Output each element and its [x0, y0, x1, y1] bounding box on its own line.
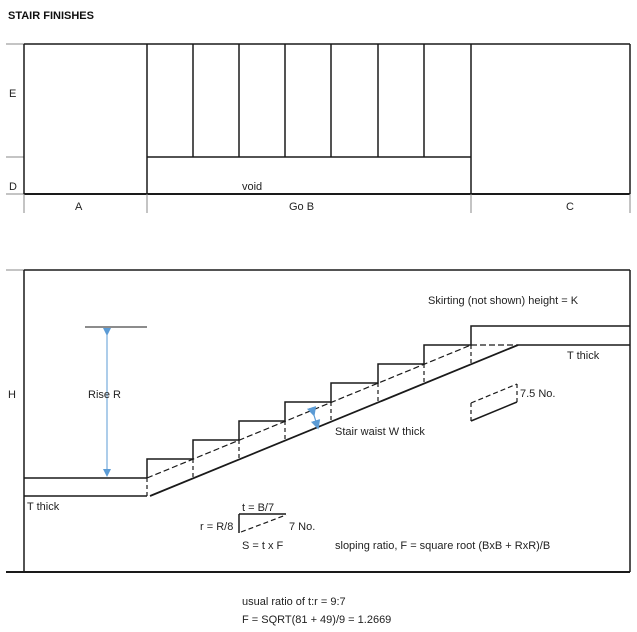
section-row-label-h: H — [8, 389, 16, 401]
waist-label: Stair waist W thick — [335, 426, 425, 438]
page-title: STAIR FINISHES — [8, 10, 94, 22]
plan-view — [6, 43, 631, 213]
t-thick-lower-label: T thick — [27, 501, 60, 513]
waist-slab-symbol — [470, 383, 518, 422]
section-view — [6, 269, 631, 573]
plan-col-label-c: C — [566, 201, 574, 213]
riser-count: 7 No. — [289, 521, 315, 533]
plan-row-label-d: D — [9, 181, 17, 193]
plan-col-label-a: A — [75, 201, 83, 213]
t-thick-upper-label: T thick — [567, 350, 600, 362]
sloping-ratio-formula: sloping ratio, F = square root (BxB + Rx… — [335, 540, 550, 552]
plan-row-label-e: E — [9, 88, 16, 100]
tread-formula: t = B/7 — [242, 502, 274, 514]
sloping-formula: S = t x F — [242, 540, 284, 552]
note-ratio: usual ratio of t:r = 9:7 — [242, 596, 346, 608]
void-label: void — [242, 181, 262, 193]
waist-count-label: 7.5 No. — [520, 388, 555, 400]
skirting-label: Skirting (not shown) height = K — [428, 295, 579, 307]
riser-formula: r = R/8 — [200, 521, 233, 533]
note-f-value: F = SQRT(81 + 49)/9 = 1.2669 — [242, 614, 391, 626]
plan-col-label-b: Go B — [289, 201, 314, 213]
tread-riser-symbol — [238, 513, 287, 533]
rise-label: Rise R — [88, 389, 121, 401]
waist-dimension-arrow — [307, 406, 321, 430]
